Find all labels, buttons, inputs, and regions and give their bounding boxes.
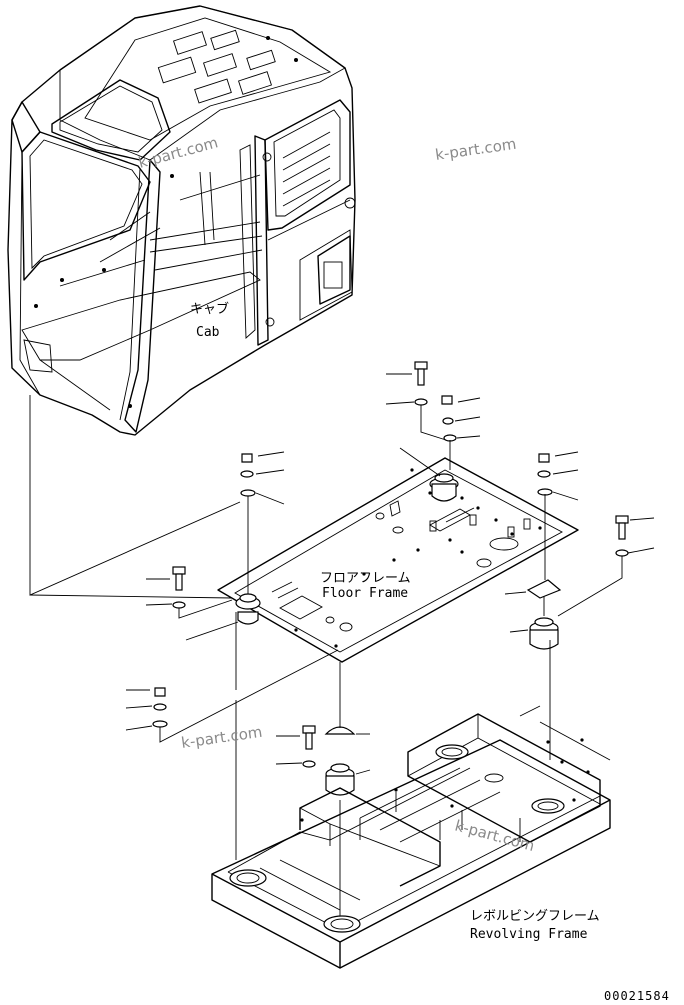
- drawing-number: 00021584: [604, 989, 670, 1003]
- hardware-left-bolt: [145, 566, 239, 690]
- hardware-left-lower: [125, 649, 339, 743]
- hardware-lower-center: [235, 662, 371, 920]
- watermark-2: k-part.com: [434, 135, 517, 164]
- hardware-left-stack: [240, 451, 285, 594]
- hardware-top-center: [385, 361, 481, 477]
- hardware-right-stack: [504, 451, 579, 760]
- cab-label-jp: キャブ: [190, 301, 229, 317]
- cab-label-en: Cab: [196, 325, 220, 340]
- cab-assembly: キャブ Cab: [7, 5, 356, 436]
- revolving-frame-label-jp: レボルビングフレーム: [470, 909, 600, 924]
- floor-frame-label-jp: フロアフレーム: [320, 571, 411, 586]
- watermark-3: k-part.com: [180, 723, 263, 752]
- floor-frame-label-en: Floor Frame: [322, 586, 408, 601]
- hardware-far-right: [557, 515, 655, 617]
- floor-frame: フロアフレーム Floor Frame: [217, 457, 579, 663]
- revolving-frame-label-en: Revolving Frame: [470, 927, 588, 942]
- watermark-1: k-part.com: [136, 133, 220, 172]
- cab-reference-lines: [29, 395, 241, 599]
- revolving-frame: レボルビングフレーム Revolving Frame: [211, 705, 611, 969]
